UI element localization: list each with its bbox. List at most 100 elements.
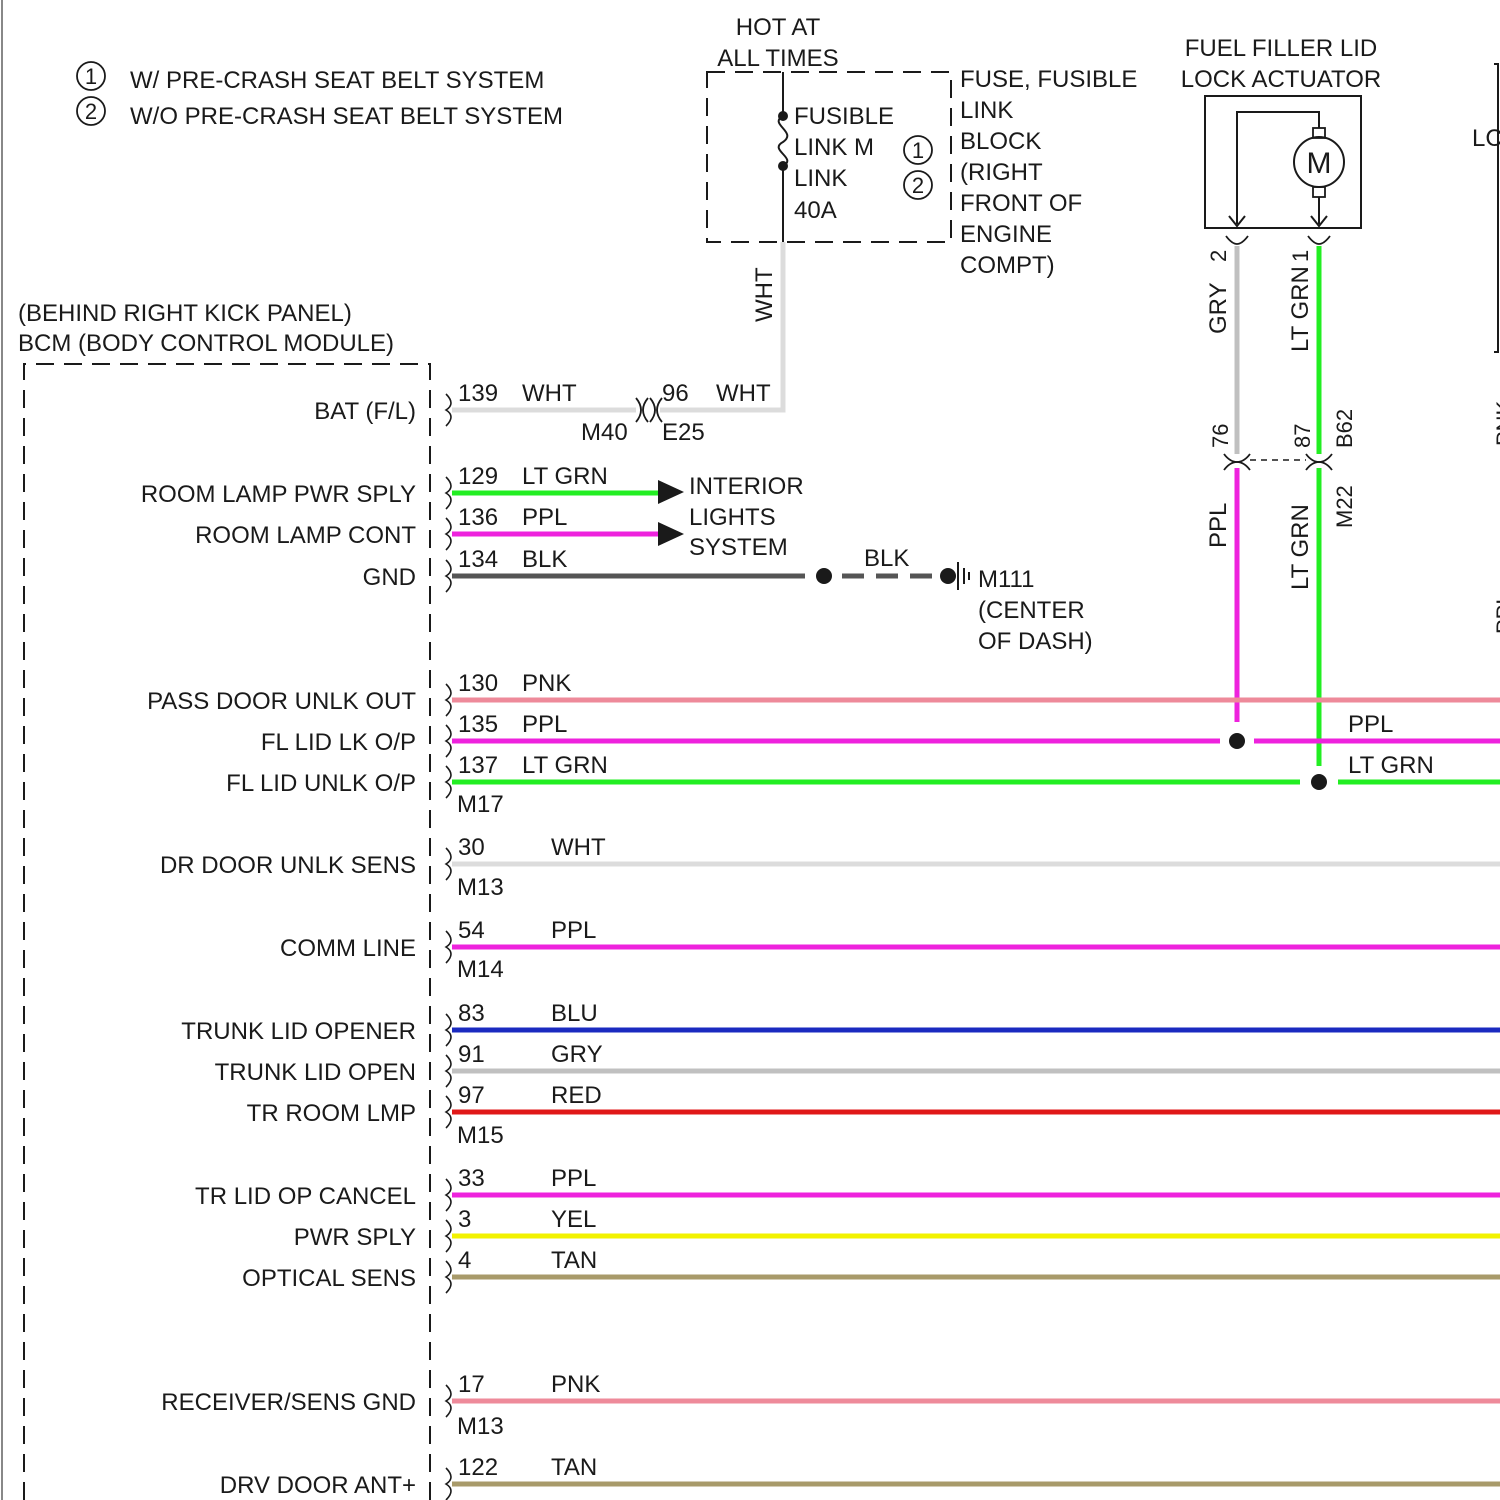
- wire-color-code: RED: [551, 1082, 602, 1109]
- bat-connector-e25: E25: [662, 419, 705, 446]
- pin-number: 134: [458, 546, 498, 573]
- connector-labels: M17 M13 M14 M15 M13: [457, 791, 504, 1440]
- splices: PPL LT GRN: [1229, 711, 1434, 790]
- mid-connector-b62: B62: [1332, 409, 1357, 448]
- bcm-pin-row: PWR SPLY3YEL: [294, 1206, 1500, 1252]
- terminal-icon: [446, 1468, 451, 1500]
- fuse-block-label-1: FUSE, FUSIBLE: [960, 66, 1137, 93]
- bcm-pin-name: COMM LINE: [280, 935, 416, 962]
- interior-lights-2: LIGHTS: [689, 504, 776, 531]
- actuator-pin-2: 2: [1206, 250, 1231, 262]
- wire-color-code: TAN: [551, 1247, 597, 1274]
- wire-color-code: PPL: [551, 1165, 596, 1192]
- right-wire-label-ltgrn: LT GRN: [1348, 752, 1434, 779]
- pin-number: 137: [458, 752, 498, 779]
- terminal-icon: [446, 766, 451, 798]
- wire-color-code: PPL: [522, 711, 567, 738]
- bat-connector-m40: M40: [581, 419, 628, 446]
- legend-text-2: W/O PRE-CRASH SEAT BELT SYSTEM: [130, 103, 563, 130]
- terminal-icon: [446, 1014, 451, 1046]
- legend-mark-2: 2: [85, 99, 97, 124]
- pin-number: 136: [458, 504, 498, 531]
- bcm-pin-name: BAT (F/L): [314, 398, 416, 425]
- terminal-icon: [446, 931, 451, 963]
- wire-color-code: PPL: [551, 917, 596, 944]
- bcm-pin-name: TR LID OP CANCEL: [195, 1183, 416, 1210]
- fuse-block-label-7: COMPT): [960, 252, 1055, 279]
- wire-color-code: TAN: [551, 1454, 597, 1481]
- pin-number: 122: [458, 1454, 498, 1481]
- fuse-block-label-3: BLOCK: [960, 128, 1041, 155]
- wire-color-code: PNK: [551, 1371, 600, 1398]
- terminal-icon: [446, 1261, 451, 1293]
- legend-text-1: W/ PRE-CRASH SEAT BELT SYSTEM: [130, 67, 544, 94]
- actuator-wire-ppl: PPL: [1205, 503, 1232, 548]
- splice-ppl: [1229, 733, 1245, 749]
- bat-connector: 96 WHT M40 E25: [581, 380, 771, 446]
- pin-number: 33: [458, 1165, 485, 1192]
- motor-icon: M: [1307, 147, 1332, 180]
- edge-label-ppl: PPL: [1492, 592, 1500, 634]
- wire-color-code: WHT: [522, 380, 577, 407]
- splice-ltgrn: [1311, 774, 1327, 790]
- terminal-icon: [446, 560, 451, 592]
- right-wire-label-ppl: PPL: [1348, 711, 1393, 738]
- terminal-icon: [446, 1385, 451, 1417]
- fuse-mark-2: 2: [912, 173, 924, 198]
- actuator-pin-1: 1: [1288, 250, 1313, 262]
- bcm-pin-row: TR ROOM LMP97RED: [247, 1082, 1500, 1128]
- fuse-mark-1: 1: [912, 138, 924, 163]
- wire-color-code: PNK: [522, 670, 571, 697]
- bcm-pin-name: ROOM LAMP CONT: [195, 522, 416, 549]
- interior-lights-1: INTERIOR: [689, 473, 804, 500]
- fuse-block-label-4: (RIGHT: [960, 159, 1043, 186]
- terminal-icon: [446, 1220, 451, 1252]
- pin-number: 17: [458, 1371, 485, 1398]
- legend-mark-1: 1: [85, 64, 97, 89]
- fusible-link-label-2: LINK M: [794, 134, 874, 161]
- actuator-wire-gry: GRY: [1205, 282, 1232, 334]
- connector-m14: M14: [457, 956, 504, 983]
- wire-color-code: LT GRN: [522, 463, 608, 490]
- fuse-block-label-6: ENGINE: [960, 221, 1052, 248]
- pin-number: 4: [458, 1247, 471, 1274]
- gnd-wire-color: BLK: [864, 545, 909, 572]
- bcm-pin-row: RECEIVER/SENS GND17PNK: [161, 1371, 1500, 1417]
- actuator-wire-ltgrn-lower: LT GRN: [1287, 504, 1314, 590]
- ground-path: BLK M111 (CENTER OF DASH): [816, 545, 1093, 655]
- interior-lights: INTERIOR LIGHTS SYSTEM: [658, 473, 804, 561]
- pin-number: 54: [458, 917, 485, 944]
- actuator-title-1: FUEL FILLER LID: [1185, 35, 1378, 62]
- bcm-title-2: BCM (BODY CONTROL MODULE): [18, 330, 394, 357]
- bcm-pin-name: PASS DOOR UNLK OUT: [147, 688, 416, 715]
- bcm-pin-row: ROOM LAMP CONT 136 PPL: [195, 504, 658, 550]
- fuel-filler-lid-actuator: FUEL FILLER LID LOCK ACTUATOR M 2 1 GRY …: [1181, 35, 1381, 766]
- wire-color-code: PPL: [522, 504, 567, 531]
- interior-lights-3: SYSTEM: [689, 534, 788, 561]
- actuator-wire-ltgrn: LT GRN: [1287, 266, 1314, 352]
- terminal-icon: [446, 477, 451, 509]
- bcm-pin-name: TRUNK LID OPEN: [215, 1059, 416, 1086]
- pin-number: 129: [458, 463, 498, 490]
- wire-color-code: LT GRN: [522, 752, 608, 779]
- actuator-title-2: LOCK ACTUATOR: [1181, 66, 1381, 93]
- bat-connector-wire: WHT: [716, 380, 771, 407]
- fusible-link-label-4: 40A: [794, 197, 837, 224]
- hot-at-all-times-2: ALL TIMES: [717, 45, 838, 72]
- terminal-icon: [446, 1096, 451, 1128]
- terminal-icon: [446, 1179, 451, 1211]
- edge-label-lc: LC: [1472, 125, 1500, 152]
- terminal-icon: [446, 394, 451, 426]
- hot-at-all-times-1: HOT AT: [736, 14, 821, 41]
- wire-color-code: WHT: [551, 834, 606, 861]
- right-edge-partial: LC PNK PPL: [1472, 64, 1500, 634]
- fuse-block-label-5: FRONT OF: [960, 190, 1082, 217]
- mid-connector-pin-87: 87: [1290, 424, 1315, 448]
- terminal-icon: [446, 725, 451, 757]
